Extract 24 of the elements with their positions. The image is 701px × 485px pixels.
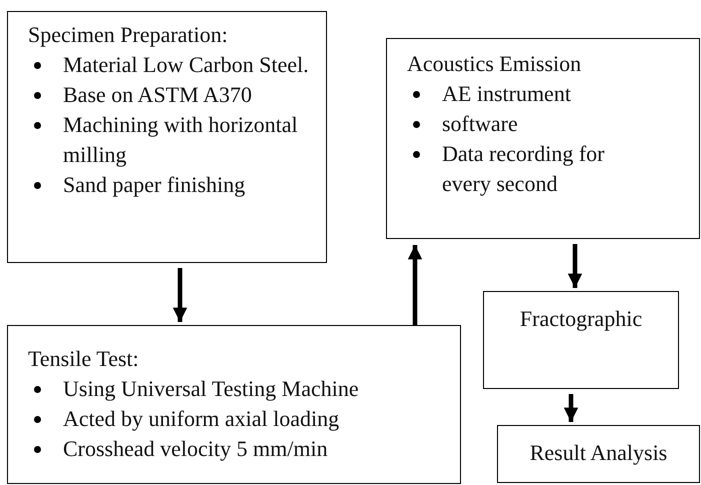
bullet-item: Base on ASTM A370 [63,81,252,109]
bullet-item: Acted by uniform axial loading [63,405,340,433]
bullet-item: AE instrument [442,80,571,108]
bullet-item: Sand paper finishing [63,171,246,199]
process-box [483,291,679,389]
box-heading: Tensile Test: [28,345,140,373]
bullet-item: software [442,110,518,138]
box-heading: Acoustics Emission [407,50,582,78]
box-label: Result Analysis [528,439,668,467]
bullet-item: Crosshead velocity 5 mm/min [63,435,328,463]
bullet-item: Using Universal Testing Machine [63,375,359,403]
arrow [564,394,578,422]
process-box [7,325,461,484]
process-box [497,425,700,483]
bullet-item: Material Low Carbon Steel. [63,51,309,79]
process-box [386,38,700,239]
bullet-item: Data recording for every second [442,140,606,198]
bullet-item: Machining with horizontal milling [63,111,299,169]
process-box [7,11,327,263]
arrow [172,268,188,322]
arrow [568,244,582,288]
arrow [408,245,422,325]
box-label: Fractographic [518,305,644,333]
box-heading: Specimen Preparation: [28,21,229,49]
